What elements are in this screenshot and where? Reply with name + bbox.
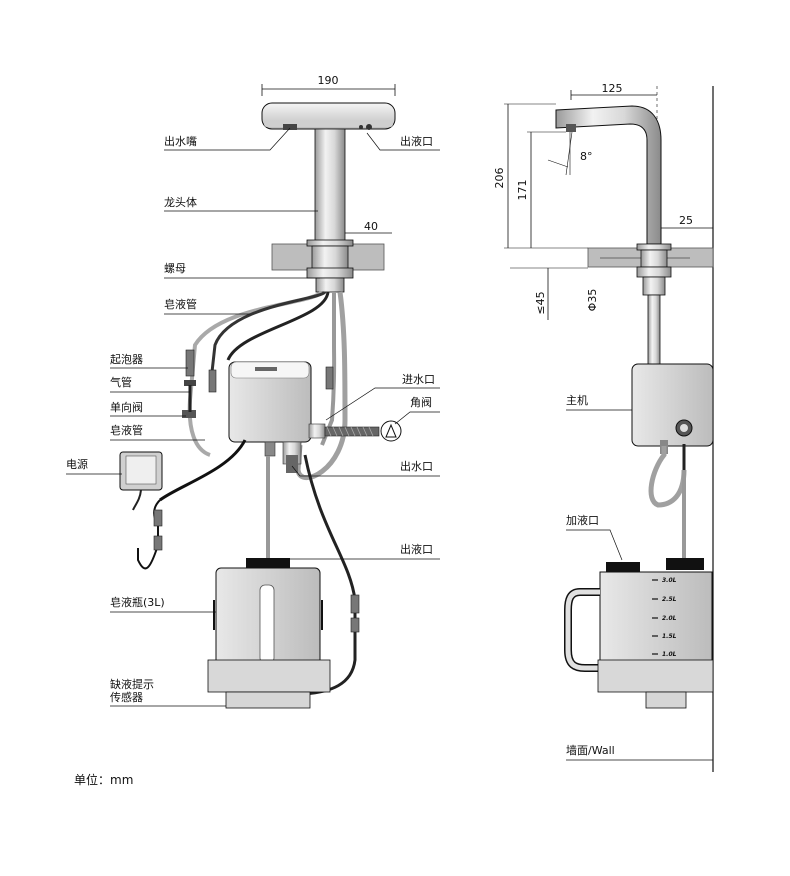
nut-shape <box>306 267 354 279</box>
sensor-tray <box>207 659 331 709</box>
scale-2-0: 2.0L <box>662 615 677 622</box>
foamer-assembly <box>182 349 217 418</box>
main-unit-side <box>631 363 714 454</box>
label-faucet-body: 龙头体 <box>164 195 197 209</box>
soap-bottle-side <box>564 558 714 709</box>
label-main-unit: 主机 <box>566 393 588 407</box>
dim-40: 40 <box>345 220 392 234</box>
label-soap-tube-mid: 皂液管 <box>110 423 143 437</box>
label-soap-outlet-top: 出液口 <box>400 134 433 148</box>
dim-dia35-text: Φ35 <box>586 289 599 312</box>
dim-angle-text: 8° <box>580 150 593 163</box>
bottle-scale: 3.0L 2.5L 2.0L 1.5L 1.0L <box>652 577 677 658</box>
dim-171: 171 <box>516 131 566 248</box>
unit-note: 单位：mm <box>74 772 133 787</box>
air-tube-line <box>210 290 327 373</box>
dim-25-text: 25 <box>679 214 693 227</box>
dim-190: 190 <box>261 74 396 96</box>
dim-206: 206 <box>493 103 588 249</box>
label-foamer: 起泡器 <box>110 352 143 366</box>
dim-25: 25 <box>661 214 713 229</box>
label-water-inlet: 进水口 <box>402 373 435 386</box>
scale-2-5: 2.5L <box>662 596 677 603</box>
power-cable <box>159 439 247 502</box>
label-spout: 出水嘴 <box>164 134 197 148</box>
label-angle-valve: 角阀 <box>410 395 432 409</box>
label-soap-outlet-bottom: 出液口 <box>400 542 433 556</box>
right-labels: 主机 加液口 墙面/Wall <box>566 393 713 761</box>
dim-125-text: 125 <box>602 82 623 95</box>
power-adapter <box>119 451 163 511</box>
soap-bottle-front <box>213 558 323 679</box>
scale-3-0: 3.0L <box>662 577 677 584</box>
label-air-tube: 气管 <box>110 375 132 389</box>
dim-206-text: 206 <box>493 168 506 189</box>
dim-190-text: 190 <box>318 74 339 87</box>
scale-1-0: 1.0L <box>662 651 677 658</box>
left-labels: 出水嘴 出液口 龙头体 螺母 皂液管 起泡器 气管 单向阀 皂液管 电源 进水口… <box>66 127 440 707</box>
flange <box>306 239 354 247</box>
label-fill-port: 加液口 <box>566 513 599 527</box>
label-soap-bottle: 皂液瓶(3L) <box>110 595 165 609</box>
label-sensor-1: 缺液提示 <box>110 677 154 691</box>
label-check-valve: 单向阀 <box>110 400 143 414</box>
scale-1-5: 1.5L <box>662 633 677 640</box>
label-water-outlet: 出水口 <box>400 459 433 473</box>
label-soap-tube-top: 皂液管 <box>164 297 197 311</box>
faucet-body-column <box>314 128 346 243</box>
label-nut: 螺母 <box>164 262 186 275</box>
dim-max45: ≤45 <box>510 267 588 320</box>
dim-40-text: 40 <box>364 220 378 233</box>
dim-dia35: Φ35 <box>586 257 690 312</box>
label-power: 电源 <box>66 457 88 471</box>
inlet-hose <box>308 420 402 442</box>
faucet-head <box>261 102 396 130</box>
label-sensor-2: 传感器 <box>110 691 143 704</box>
label-wall: 墙面/Wall <box>566 743 615 757</box>
dim-max45-text: ≤45 <box>534 291 547 314</box>
main-unit-front <box>228 361 312 473</box>
dim-171-text: 171 <box>516 180 529 201</box>
dim-angle: 8° <box>547 131 593 176</box>
water-outlet-hose <box>295 291 348 481</box>
